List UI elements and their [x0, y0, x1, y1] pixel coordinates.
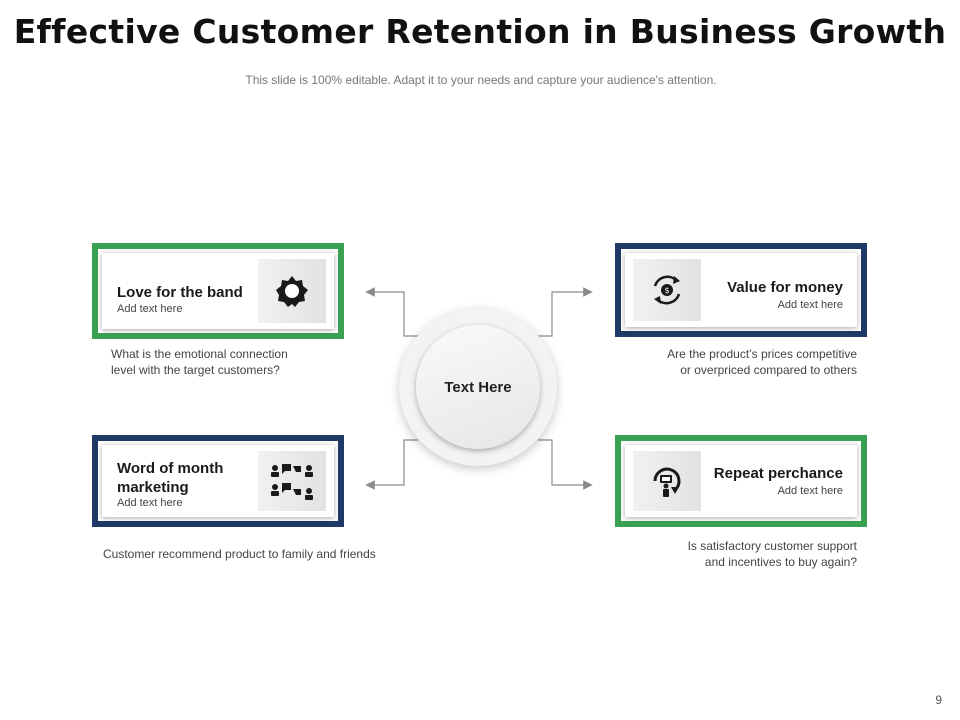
description-line: Are the product’s prices competitive	[667, 347, 857, 361]
card-title-line: Word of month	[117, 460, 224, 477]
money-cycle-icon: $	[653, 275, 681, 305]
description-line: or overpriced compared to others	[680, 363, 857, 377]
connector-bottom-left	[365, 439, 418, 490]
repeat-purchase-icon	[653, 467, 681, 497]
card-title: Value for money	[727, 279, 843, 296]
card-love-for-the-band: Love for the band Add text here	[92, 243, 344, 339]
svg-text:$: $	[664, 286, 669, 295]
description-line: Is satisfactory customer support	[687, 539, 857, 553]
page-number: 9	[935, 693, 942, 707]
card-repeat-perchance: Repeat perchance Add text here	[615, 435, 867, 527]
description-value-for-money: Are the product’s prices competitive or …	[667, 346, 857, 378]
people-communication-icon	[271, 464, 313, 500]
description-word-of-month: Customer recommend product to family and…	[103, 546, 376, 562]
card-title-line: marketing	[117, 479, 189, 496]
card-icon-box	[633, 451, 701, 511]
description-love-for-the-band: What is the emotional connection level w…	[111, 346, 288, 378]
card-subtitle: Add text here	[117, 497, 183, 509]
card-subtitle: Add text here	[777, 485, 843, 497]
card-subtitle: Add text here	[777, 299, 843, 311]
connector-top-right	[538, 287, 593, 337]
card-title: Repeat perchance	[713, 465, 843, 482]
connector-top-left	[365, 287, 418, 337]
connector-bottom-right	[538, 439, 593, 490]
description-line: level with the target customers?	[111, 363, 280, 377]
description-repeat-perchance: Is satisfactory customer support and inc…	[688, 538, 857, 570]
card-icon-box: $	[633, 259, 701, 321]
card-word-of-month-marketing: Word of month marketing Add text here	[92, 435, 344, 527]
card-title: Word of month marketing	[117, 459, 223, 497]
star-badge-icon	[276, 276, 308, 307]
card-value-for-money: $ Value for money Add text here	[615, 243, 867, 337]
description-line: and incentives to buy again?	[704, 555, 857, 569]
slide-title: Effective Customer Retention in Business…	[13, 12, 947, 51]
card-icon-box	[258, 451, 326, 511]
card-title: Love for the band	[117, 284, 243, 301]
description-line: Customer recommend product to family and…	[103, 547, 376, 561]
description-line: What is the emotional connection	[111, 347, 288, 361]
center-circle: Text Here	[399, 308, 557, 466]
slide-subtitle: This slide is 100% editable. Adapt it to…	[245, 73, 717, 87]
card-subtitle: Add text here	[117, 303, 183, 315]
center-label: Text Here	[416, 325, 540, 449]
card-icon-box	[258, 259, 326, 323]
